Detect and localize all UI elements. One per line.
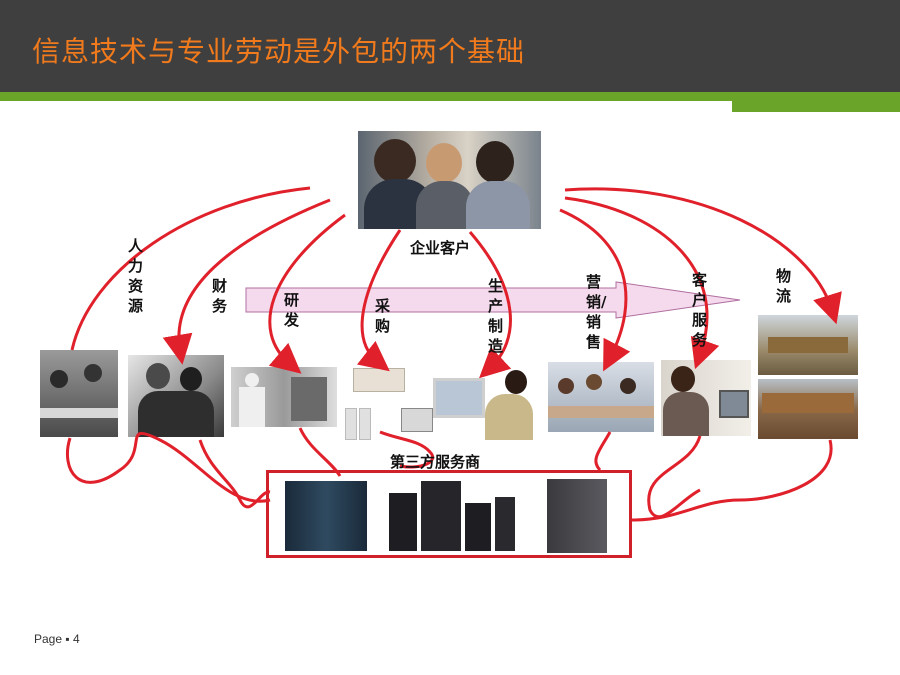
curve-production	[468, 231, 512, 379]
function-label-finance: 财务	[212, 277, 228, 315]
curve-rnd	[268, 213, 346, 374]
finance-photo	[128, 355, 224, 437]
function-label-service: 客户服务	[692, 271, 708, 349]
title-bar: 信息技术与专业劳动是外包的两个基础	[0, 0, 900, 92]
function-label-purchasing: 采购	[375, 297, 391, 335]
link-service	[647, 435, 702, 519]
server-rack-1	[285, 481, 367, 551]
accent-bar	[0, 92, 900, 101]
link-finance	[198, 439, 271, 509]
accent-tab	[732, 101, 900, 112]
rnd-photo	[231, 367, 337, 427]
function-label-rnd: 研发	[284, 291, 300, 329]
logistics-photo-1	[758, 315, 858, 375]
link-sales	[594, 431, 612, 472]
function-label-logistics: 物流	[776, 267, 792, 305]
slide-title: 信息技术与专业劳动是外包的两个基础	[32, 35, 526, 68]
curve-sales	[559, 208, 631, 372]
provider-box	[266, 470, 632, 558]
purchasing-photo	[345, 366, 535, 442]
page-number: Page ▪ 4	[34, 632, 80, 646]
link-rnd	[298, 427, 342, 477]
function-label-production: 生产制造	[488, 277, 504, 355]
curve-logistics	[564, 187, 842, 325]
link-hr	[65, 431, 271, 503]
hr-photo	[40, 350, 118, 437]
link-purchasing	[379, 430, 434, 469]
sales-photo	[548, 362, 654, 432]
curve-service	[564, 196, 720, 370]
link-logistics	[631, 439, 833, 522]
provider-label: 第三方服务商	[390, 453, 481, 471]
service-photo	[661, 360, 751, 436]
function-label-sales: 营销/销售	[586, 273, 607, 351]
logistics-photo-2	[758, 379, 858, 439]
client-label: 企业客户	[410, 239, 471, 257]
curve-purchasing	[356, 229, 402, 372]
client-photo	[358, 131, 541, 229]
curve-hr	[70, 186, 311, 351]
curve-finance	[162, 198, 331, 365]
function-label-hr: 人力资源	[128, 237, 144, 315]
server-tower	[547, 479, 607, 553]
server-rack-2	[389, 493, 417, 551]
